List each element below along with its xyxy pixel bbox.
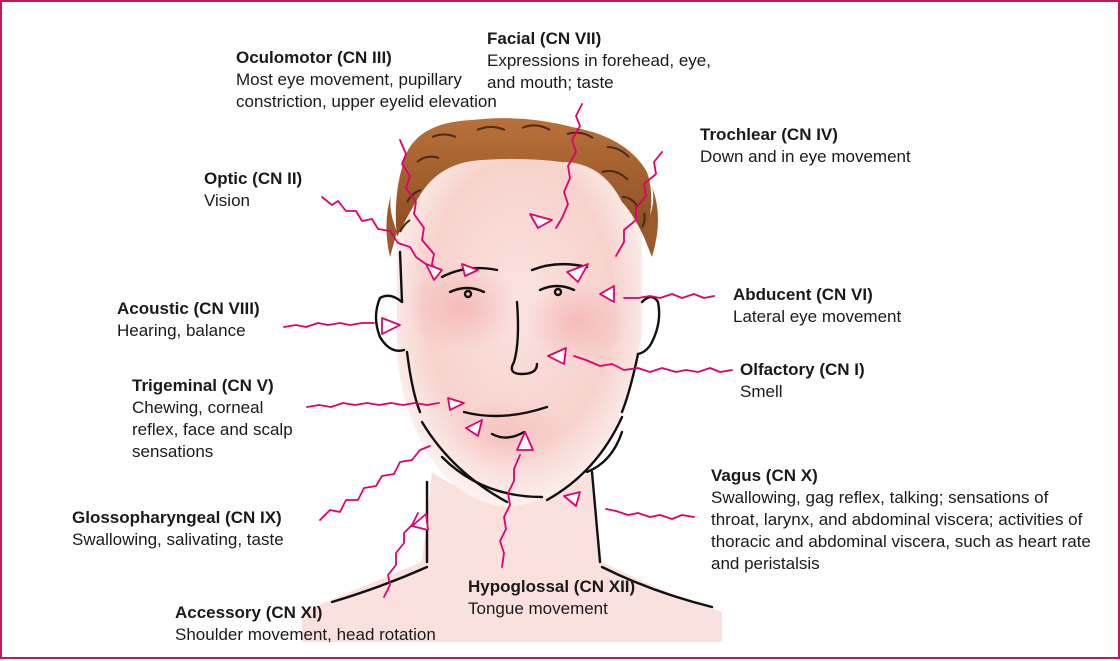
label-optic-name: Optic (CN II) — [204, 168, 354, 190]
label-trigeminal: Trigeminal (CN V) Chewing, corneal refle… — [132, 375, 297, 463]
label-facial-desc: Expressions in forehead, eye, and mouth;… — [487, 50, 717, 94]
arrow-acoustic — [284, 323, 374, 327]
label-olfactory-desc: Smell — [740, 381, 920, 403]
label-oculomotor-desc: Most eye movement, pupillary constrictio… — [236, 69, 506, 113]
label-accessory-desc: Shoulder movement, head rotation — [175, 624, 495, 646]
label-olfactory-name: Olfactory (CN I) — [740, 359, 920, 381]
label-vagus: Vagus (CN X) Swallowing, gag reflex, tal… — [711, 465, 1091, 575]
label-optic: Optic (CN II) Vision — [204, 168, 354, 212]
label-oculomotor: Oculomotor (CN III) Most eye movement, p… — [236, 47, 506, 113]
label-oculomotor-name: Oculomotor (CN III) — [236, 47, 506, 69]
label-hypoglossal-desc: Tongue movement — [468, 598, 668, 620]
label-optic-desc: Vision — [204, 190, 354, 212]
label-olfactory: Olfactory (CN I) Smell — [740, 359, 920, 403]
label-facial-name: Facial (CN VII) — [487, 28, 717, 50]
label-hypoglossal: Hypoglossal (CN XII) Tongue movement — [468, 576, 668, 620]
label-trochlear-desc: Down and in eye movement — [700, 146, 1000, 168]
label-glossopharyngeal-name: Glossopharyngeal (CN IX) — [72, 507, 332, 529]
label-glossopharyngeal: Glossopharyngeal (CN IX) Swallowing, sal… — [72, 507, 332, 551]
label-accessory: Accessory (CN XI) Shoulder movement, hea… — [175, 602, 495, 646]
label-facial: Facial (CN VII) Expressions in forehead,… — [487, 28, 717, 94]
label-vagus-name: Vagus (CN X) — [711, 465, 1091, 487]
label-accessory-name: Accessory (CN XI) — [175, 602, 495, 624]
label-trigeminal-desc: Chewing, corneal reflex, face and scalp … — [132, 397, 297, 463]
label-hypoglossal-name: Hypoglossal (CN XII) — [468, 576, 668, 598]
arrow-vagus — [606, 509, 694, 519]
arrow-glossopharyngeal — [320, 446, 430, 520]
label-abducent-desc: Lateral eye movement — [733, 306, 993, 328]
label-abducent: Abducent (CN VI) Lateral eye movement — [733, 284, 993, 328]
label-acoustic-desc: Hearing, balance — [117, 320, 297, 342]
label-trochlear: Trochlear (CN IV) Down and in eye moveme… — [700, 124, 1000, 168]
label-glossopharyngeal-desc: Swallowing, salivating, taste — [72, 529, 332, 551]
label-trigeminal-name: Trigeminal (CN V) — [132, 375, 297, 397]
label-acoustic-name: Acoustic (CN VIII) — [117, 298, 297, 320]
label-vagus-desc: Swallowing, gag reflex, talking; sensati… — [711, 487, 1091, 575]
label-trochlear-name: Trochlear (CN IV) — [700, 124, 1000, 146]
label-abducent-name: Abducent (CN VI) — [733, 284, 993, 306]
label-acoustic: Acoustic (CN VIII) Hearing, balance — [117, 298, 297, 342]
